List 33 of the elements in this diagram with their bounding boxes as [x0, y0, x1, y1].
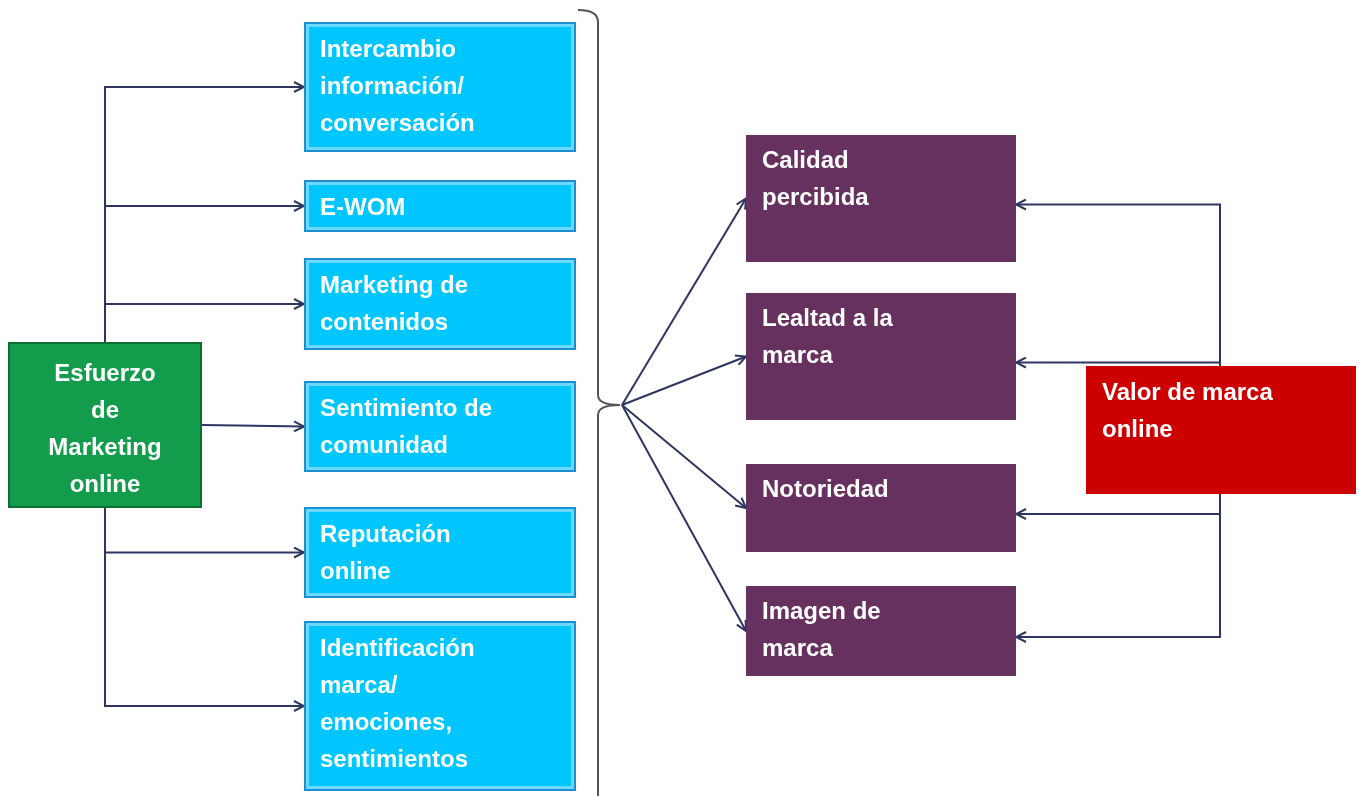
arrow — [104, 298, 305, 343]
box-label: Reputación online — [320, 519, 452, 586]
source-box — [8, 342, 202, 508]
factor-box — [304, 381, 576, 472]
arrow — [1015, 356, 1221, 369]
box-label: Lealtad a la marca — [762, 303, 894, 370]
box-label: Calidad percibida — [762, 145, 870, 212]
box-label: Marketing de contenidos — [320, 270, 470, 337]
factor-box — [304, 258, 576, 350]
dimension-box — [746, 464, 1016, 552]
box-label: Intercambio información/ conversación — [320, 34, 476, 138]
arrow — [1015, 493, 1221, 643]
result-box — [1086, 366, 1356, 494]
box-label: Notoriedad — [762, 474, 889, 504]
box-label: Valor de marca online — [1102, 377, 1274, 444]
factor-box — [304, 621, 576, 791]
box-label: Sentimiento de comunidad — [320, 393, 494, 460]
box-label: Identificación marca/ emociones, sentimientos — [320, 633, 476, 774]
arrow — [621, 354, 747, 406]
arrow — [621, 197, 747, 406]
dimension-box — [746, 586, 1016, 676]
factor-box — [304, 507, 576, 598]
bracket — [578, 8, 622, 796]
box-label: Imagen de marca — [762, 596, 882, 663]
dimension-box — [746, 135, 1016, 262]
arrow — [621, 404, 747, 632]
arrow — [621, 404, 747, 509]
factor-box — [304, 180, 576, 232]
box-label: Esfuerzo de Marketing online — [47, 358, 163, 499]
box-label: E-WOM — [320, 192, 406, 222]
arrow — [201, 420, 305, 433]
factor-box — [304, 22, 576, 152]
dimension-box — [746, 293, 1016, 420]
